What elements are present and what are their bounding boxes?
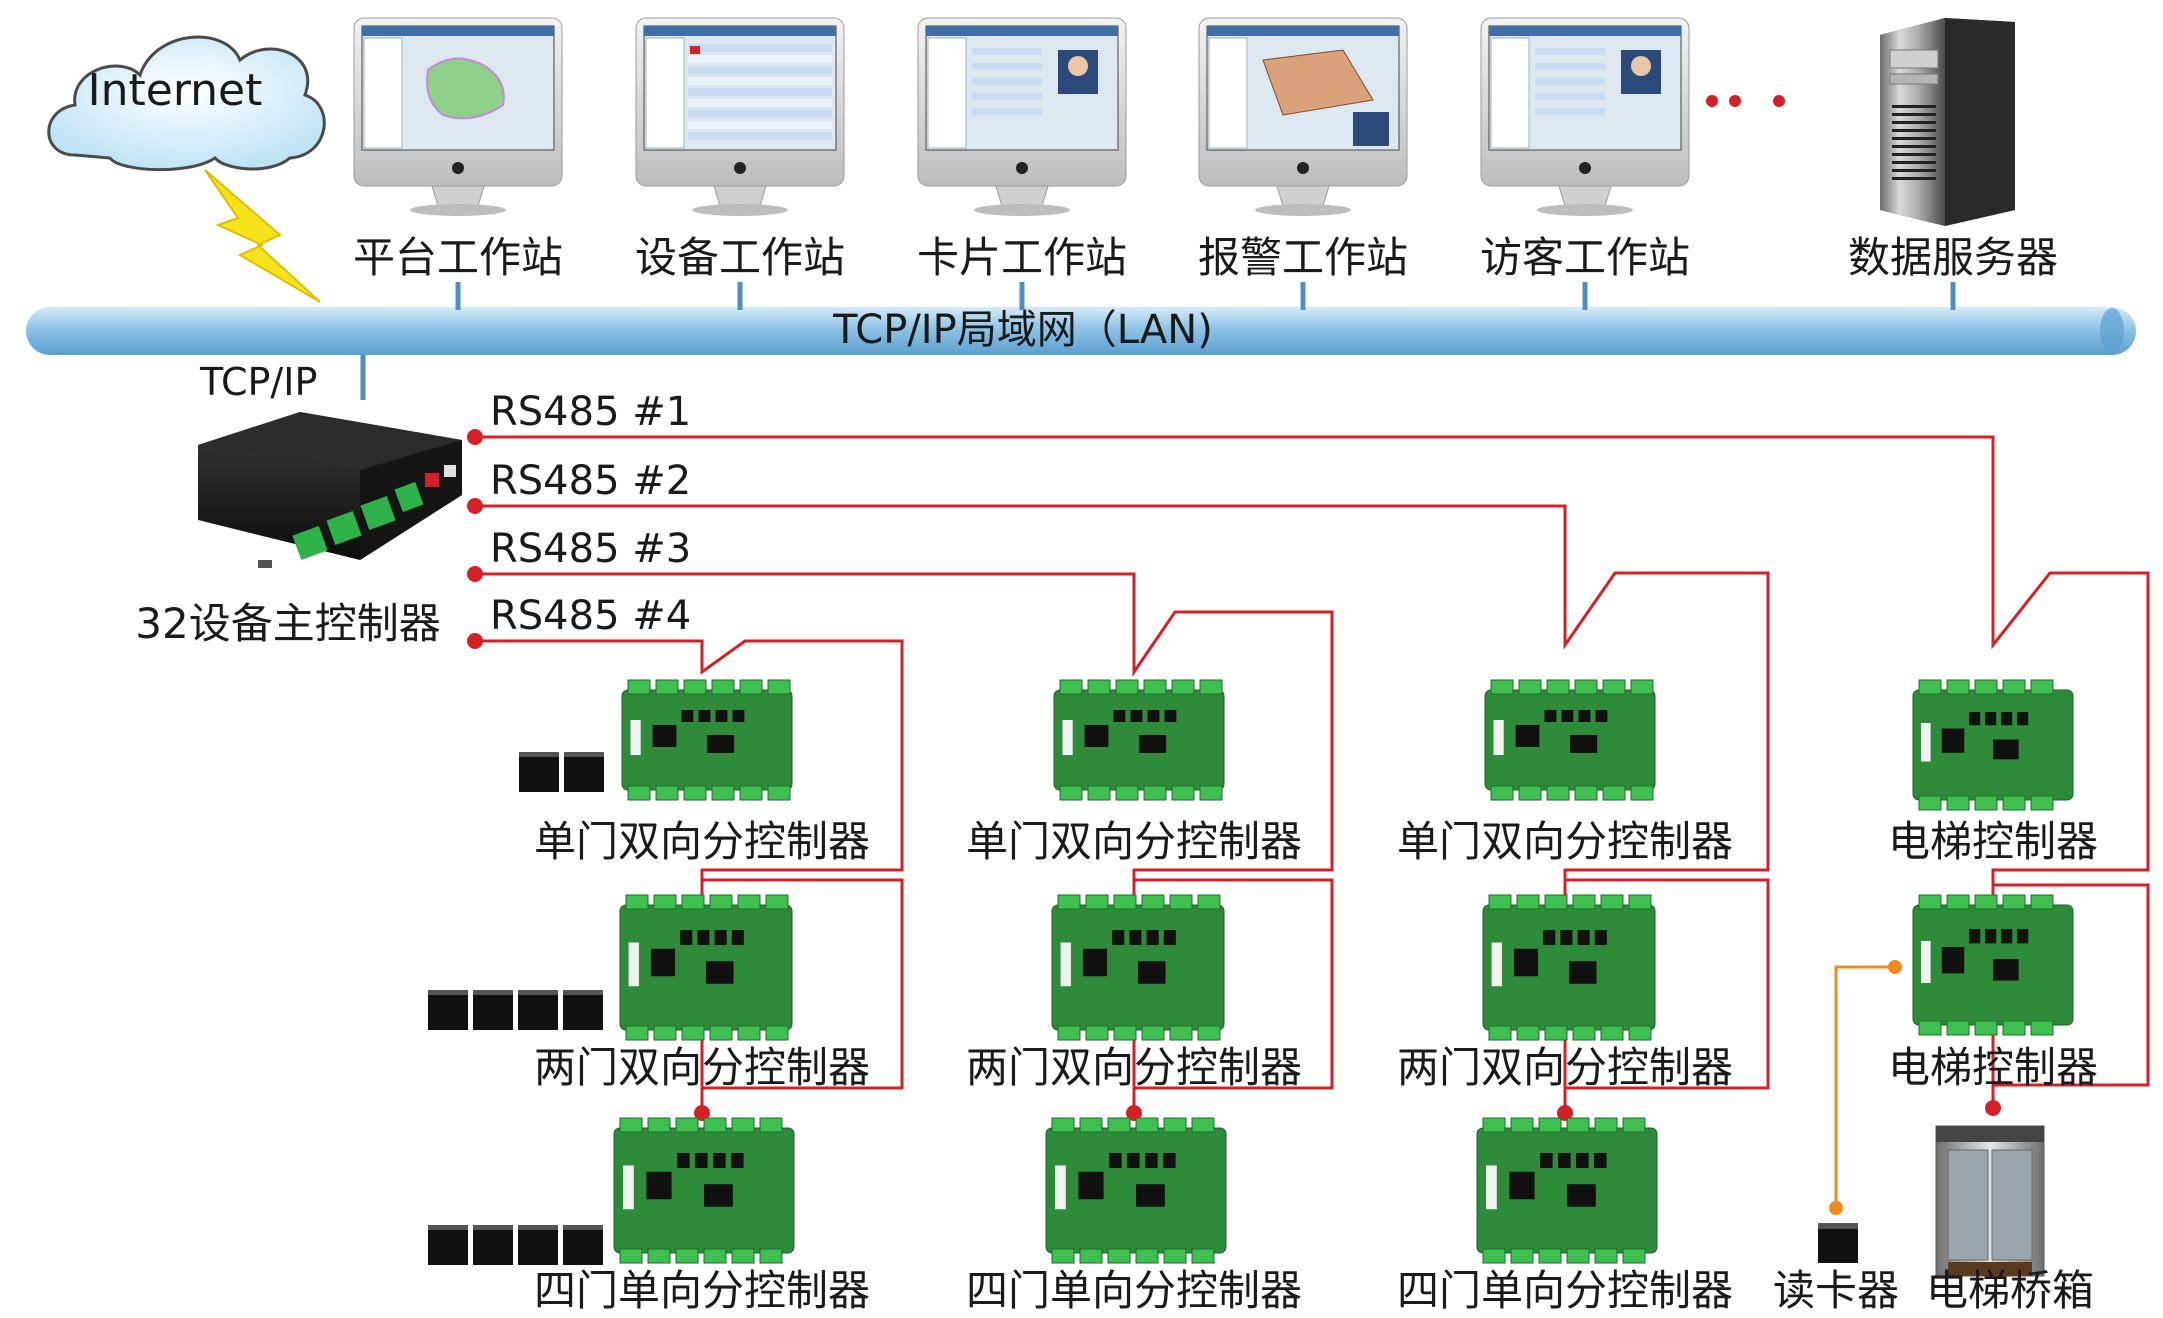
elevator-controller-board	[1912, 679, 2074, 811]
main-controller-device	[198, 412, 462, 568]
server-label: 数据服务器	[1848, 233, 2058, 282]
rs485-bus-line	[475, 639, 904, 1110]
four-door-controller-label: 四门单向分控制器	[534, 1266, 870, 1315]
controller-board-group	[613, 679, 2074, 1264]
card-reader-icon	[428, 1225, 468, 1265]
rs485-bus-group: RS485 #1 RS485 #2 RS485 #3 RS485 #4	[467, 389, 2150, 1121]
workstation-monitor	[635, 17, 845, 216]
card-reader-label: 读卡器	[1773, 1266, 1899, 1315]
workstation-label: 访客工作站	[1480, 233, 1690, 282]
elevator-controller-label: 电梯控制器	[1888, 817, 2098, 866]
four-door-controller-label: 四门单向分控制器	[966, 1266, 1302, 1315]
elevator-section	[1818, 960, 2045, 1277]
reader-link-line	[1834, 965, 1895, 1208]
rs485-bus-label: RS485 #1	[490, 389, 691, 435]
workstation-label: 平台工作站	[353, 233, 563, 282]
workstation-label: 报警工作站	[1198, 233, 1408, 282]
two-door-controller-label: 两门双向分控制器	[1397, 1043, 1733, 1092]
tcpip-label: TCP/IP	[199, 360, 317, 404]
four-door-controller-board	[1045, 1117, 1227, 1264]
main-controller-label: 32设备主控制器	[135, 599, 440, 648]
card-reader-icon	[473, 990, 513, 1030]
four-door-controller-board	[613, 1117, 795, 1264]
rs485-bus-label: RS485 #4	[490, 593, 691, 639]
card-reader-icon	[473, 1225, 513, 1265]
two-door-controller-label: 两门双向分控制器	[534, 1043, 870, 1092]
two-door-controller-board	[1051, 894, 1225, 1041]
elevator-car-icon	[1935, 1125, 2045, 1277]
workstation-label: 设备工作站	[635, 233, 845, 282]
card-reader-group	[428, 752, 604, 1265]
rs485-bus-line	[475, 435, 2150, 1110]
single-door-controller-board	[1484, 679, 1656, 801]
card-reader-icon	[518, 990, 558, 1030]
lan-backbone	[26, 307, 2136, 355]
two-door-controller-board	[619, 894, 793, 1041]
elevator-controller-board	[1912, 894, 2074, 1036]
card-reader-icon	[563, 990, 603, 1030]
single-door-controller-label: 单门双向分控制器	[966, 817, 1302, 866]
card-reader-icon	[518, 1225, 558, 1265]
data-server	[1880, 18, 2015, 226]
single-door-controller-board	[621, 679, 793, 801]
workstation-label: 卡片工作站	[917, 233, 1127, 282]
elevator-car-label: 电梯桥箱	[1926, 1266, 2094, 1315]
four-door-controller-label: 四门单向分控制器	[1397, 1266, 1733, 1315]
workstation-monitor	[353, 17, 563, 216]
rs485-bus-line	[475, 572, 1334, 1110]
elevator-card-reader-icon	[1818, 1223, 1858, 1263]
lan-label: TCP/IP局域网（LAN)	[832, 307, 1213, 353]
elevator-controller-label: 电梯控制器	[1888, 1043, 2098, 1092]
single-door-controller-label: 单门双向分控制器	[534, 817, 870, 866]
card-reader-icon	[564, 752, 604, 792]
card-reader-icon	[519, 752, 559, 792]
two-door-controller-board	[1482, 894, 1656, 1041]
card-reader-icon	[428, 990, 468, 1030]
workstation-monitor	[1198, 17, 1408, 216]
rs485-bus-line	[475, 504, 1770, 1110]
single-door-controller-board	[1053, 679, 1225, 801]
lightning-bolt-icon	[204, 169, 321, 303]
internet-label: Internet	[88, 65, 263, 116]
two-door-controller-label: 两门双向分控制器	[966, 1043, 1302, 1092]
lan-drop-lines	[455, 282, 1956, 310]
workstation-group: 平台工作站 设备工作站 卡片工作站 报警工作站 访客工作站	[353, 17, 1690, 282]
workstation-monitor	[917, 17, 1127, 216]
single-door-controller-label: 单门双向分控制器	[1397, 817, 1733, 866]
rs485-bus-label: RS485 #3	[490, 526, 691, 572]
four-door-controller-board	[1476, 1117, 1658, 1264]
workstation-monitor	[1480, 17, 1690, 216]
internet-cloud: Internet	[47, 35, 326, 172]
rs485-bus-label: RS485 #2	[490, 458, 691, 504]
card-reader-icon	[563, 1225, 603, 1265]
more-workstations-ellipsis	[1706, 95, 1785, 107]
